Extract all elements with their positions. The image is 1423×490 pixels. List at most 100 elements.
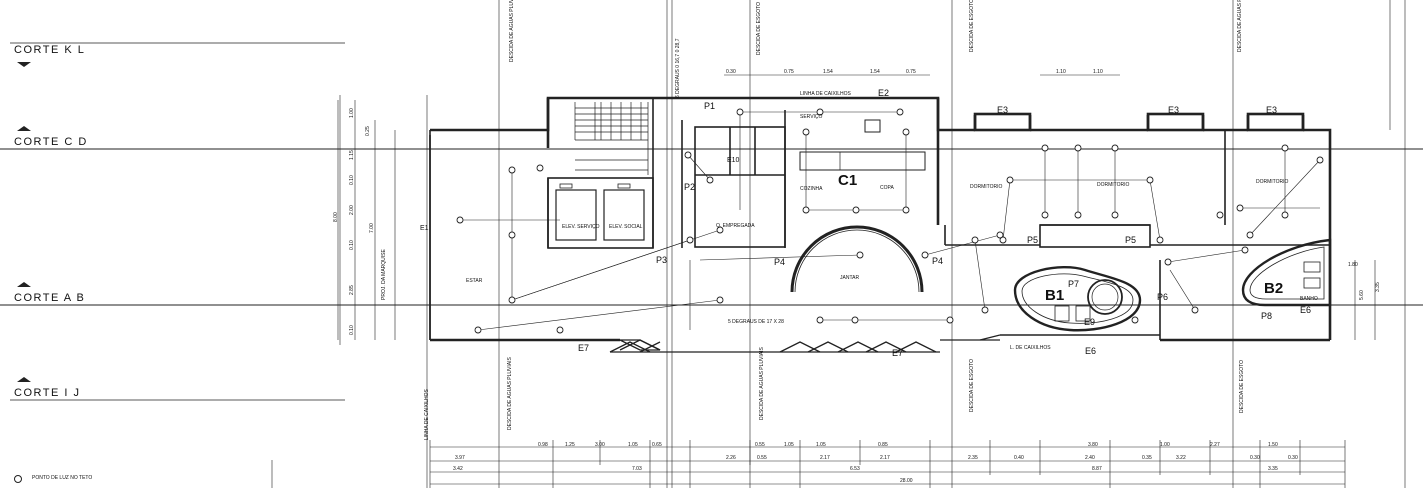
tag-p4-left: P4 xyxy=(774,257,786,267)
dim-left: 2.00 xyxy=(349,205,355,215)
section-marker-ij xyxy=(17,377,31,382)
dim-top: 0.75 xyxy=(906,69,916,75)
dim-left: 2.85 xyxy=(349,285,355,295)
block-label-b2: B2 xyxy=(1264,280,1284,297)
tag-p5-right: P5 xyxy=(1125,235,1137,245)
dim-top: 1.54 xyxy=(823,69,833,75)
dim-left: 8.00 xyxy=(333,212,339,222)
section-marker-kl xyxy=(17,62,31,67)
dim-bottom-3: 6.53 xyxy=(850,466,860,472)
tag-p3: P3 xyxy=(656,255,668,265)
room-cozinha: COZINHA xyxy=(800,186,823,192)
note-descida-pluviais-2: DESCIDA DE AGUAS PLUVIAIS xyxy=(1237,0,1243,52)
note-linha-caixilhos-bottom: L. DE CAIXILHOS xyxy=(1010,345,1051,351)
dim-right: 3.35 xyxy=(1375,282,1381,292)
section-marker-ab xyxy=(17,282,31,287)
dim-bottom-1: 0.55 xyxy=(755,442,765,448)
dim-bottom-1: 2.27 xyxy=(1210,442,1220,448)
ceiling-light-legend-icon xyxy=(14,475,22,483)
room-dormitorio-1: DORMITORIO xyxy=(970,184,1003,190)
tag-p5-left: P5 xyxy=(1027,235,1039,245)
dim-left: 0.10 xyxy=(349,240,355,250)
section-label-kl: CORTE K L xyxy=(14,44,86,56)
note-descida-esgoto-4: DESCIDA DE ESGOTO xyxy=(1239,360,1245,413)
note-degraus-top: 6 DEGRAUS 0 16,7 0 28,7 xyxy=(675,38,681,98)
note-linha-caixilhos-left: LINHA DE CAIXILHOS xyxy=(424,389,430,440)
dim-left: 1.15 xyxy=(349,150,355,160)
dim-bottom-2: 0.35 xyxy=(1142,455,1152,461)
dim-bottom-2: 0.40 xyxy=(1014,455,1024,461)
dim-bottom-1: 1.50 xyxy=(1268,442,1278,448)
note-linha-caixilhos-top: LINHA DE CAIXILHOS xyxy=(800,91,851,97)
room-copa: COPA xyxy=(880,185,894,191)
tag-e3-a: E3 xyxy=(997,105,1009,115)
dim-bottom-1: 3.00 xyxy=(595,442,605,448)
dim-bottom-2: 2.26 xyxy=(726,455,736,461)
tag-p7: P7 xyxy=(1068,279,1080,289)
section-marker-cd xyxy=(17,126,31,131)
room-estar: ESTAR xyxy=(466,278,483,284)
tag-e3-b: E3 xyxy=(1168,105,1180,115)
dim-bottom-3: 7.03 xyxy=(632,466,642,472)
room-dormitorio-3: DORMITORIO xyxy=(1256,179,1289,185)
dim-bottom-3: 3.42 xyxy=(453,466,463,472)
dim-left: 1.00 xyxy=(349,108,355,118)
dim-left: 0.10 xyxy=(349,175,355,185)
dim-top: 1.10 xyxy=(1093,69,1103,75)
dim-bottom-2: 2.35 xyxy=(968,455,978,461)
tag-p6: P6 xyxy=(1157,292,1169,302)
dim-bottom-1: 1.25 xyxy=(565,442,575,448)
dim-total: 28.00 xyxy=(900,478,913,484)
tag-e2: E2 xyxy=(878,88,890,98)
section-label-ij: CORTE I J xyxy=(14,387,81,399)
dim-left: 7.00 xyxy=(369,223,375,233)
legend-ceiling-light: PONTO DE LUZ NO TETO xyxy=(32,475,93,481)
tag-p1: P1 xyxy=(704,101,716,111)
tag-e6-b: E6 xyxy=(1300,305,1312,315)
dim-bottom-1: 0.98 xyxy=(538,442,548,448)
dim-bottom-2: 3.22 xyxy=(1176,455,1186,461)
dim-bottom-2: 0.30 xyxy=(1250,455,1260,461)
tag-e3-c: E3 xyxy=(1266,105,1278,115)
note-descida-pluviais-1: DESCIDA DE AGUAS PLUVIAIS xyxy=(509,0,515,62)
note-descida-pluviais-4: DESCIDA DE AGUAS PLUVIAIS xyxy=(759,347,765,420)
section-label-ab: CORTE A B xyxy=(14,292,86,304)
dim-bottom-1: 1.05 xyxy=(628,442,638,448)
tag-p8: P8 xyxy=(1261,311,1273,321)
dim-right: 5.60 xyxy=(1359,290,1365,300)
tag-e1: E1 xyxy=(420,225,429,232)
dim-bottom-1: 0.85 xyxy=(878,442,888,448)
block-label-b1: B1 xyxy=(1045,287,1065,304)
dim-bottom-1: 1.00 xyxy=(1160,442,1170,448)
room-jantar: JANTAR xyxy=(840,275,860,281)
dim-bottom-1: 0.65 xyxy=(652,442,662,448)
dim-top: 1.10 xyxy=(1056,69,1066,75)
dim-bottom-2: 3.97 xyxy=(455,455,465,461)
note-descida-pluviais-3: DESCIDA DE AGUAS PLUVIAIS xyxy=(507,357,513,430)
room-elev-servico: ELEV. SERVIÇO xyxy=(562,224,600,230)
note-descida-esgoto-2: DESCIDA DE ESGOTO xyxy=(969,0,975,52)
dim-bottom-2: 3.35 xyxy=(1268,466,1278,472)
dim-bottom-2: 2.17 xyxy=(880,455,890,461)
dim-top: 1.54 xyxy=(870,69,880,75)
tag-e6-a: E6 xyxy=(1085,346,1097,356)
tag-e10: E10 xyxy=(727,157,740,164)
block-label-c1: C1 xyxy=(838,172,858,189)
tag-e9: E9 xyxy=(1084,317,1096,327)
room-servico: SERVIÇO xyxy=(800,114,823,120)
dim-bottom-2: 0.55 xyxy=(757,455,767,461)
note-proj-marquise: PROJ. DA MARQUISE xyxy=(381,249,387,300)
dim-right: 1.80 xyxy=(1348,262,1358,268)
tag-e7-a: E7 xyxy=(578,343,590,353)
tag-e7-b: E7 xyxy=(892,348,904,358)
dim-bottom-1: 1.05 xyxy=(816,442,826,448)
dim-bottom-2: 2.17 xyxy=(820,455,830,461)
tag-p2: P2 xyxy=(684,182,696,192)
room-banho: BANHO xyxy=(1300,296,1318,302)
dim-bottom-2: 0.30 xyxy=(1288,455,1298,461)
note-descida-esgoto-3: DESCIDA DE ESGOTO xyxy=(969,359,975,412)
dim-bottom-1: 1.05 xyxy=(784,442,794,448)
section-label-cd: CORTE C D xyxy=(14,136,88,148)
room-elev-social: ELEV. SOCIAL xyxy=(609,224,643,230)
